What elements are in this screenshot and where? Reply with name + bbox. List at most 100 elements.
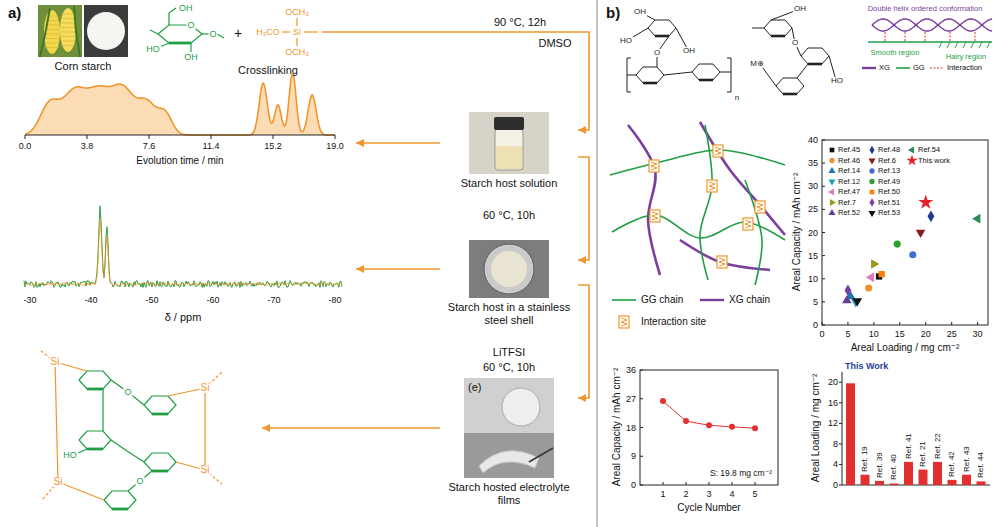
legend-label: Ref.45: [838, 146, 860, 154]
reaction-condition: 90 °C, 12h: [494, 17, 546, 28]
data-marker: [845, 284, 852, 296]
tick-label: 40: [808, 136, 818, 145]
interaction-line: [950, 32, 951, 42]
xg-chain: [628, 125, 660, 275]
legend-label: Ref.13: [878, 167, 900, 175]
atom-label: OH: [633, 8, 647, 16]
bond: [664, 72, 692, 75]
data-marker: [842, 295, 852, 303]
interaction-site: [619, 316, 629, 328]
legend-label: Ref.47: [838, 188, 860, 196]
data-marker: [828, 188, 834, 195]
hairy-branch: [947, 42, 950, 48]
axis-tick: [640, 398, 643, 399]
corn-husk: [40, 8, 50, 57]
interaction-zigzag: [715, 147, 721, 155]
bond: [169, 8, 176, 25]
axis-tick: [822, 209, 825, 210]
tick-label: 20: [828, 378, 838, 387]
process-arrow: [578, 157, 589, 260]
photo-ground: [469, 240, 549, 298]
photo-panel: Starch host in a stainless steel shell: [440, 240, 578, 327]
corn-kernel-row: [45, 38, 59, 39]
atom-label: OH: [183, 53, 199, 62]
sugar-ring: [776, 78, 804, 94]
plot-frame: [640, 370, 778, 485]
ring-front-bond: [87, 448, 103, 451]
process-condition: 60 °C, 10h: [483, 362, 535, 373]
ring-front-bond: [169, 42, 191, 45]
data-marker: [828, 209, 835, 215]
interaction-zigzag: [651, 162, 657, 170]
bar: [919, 470, 928, 485]
interaction-zigzag: [652, 212, 658, 220]
tick-label: 3: [706, 490, 711, 499]
bond: [296, 18, 297, 26]
axis-tick: [839, 423, 842, 424]
corn-kernel-row: [45, 16, 59, 17]
process-arrow: [578, 285, 589, 398]
tweezers: [529, 448, 553, 462]
interaction-zigzag: [709, 182, 715, 190]
region-label: Hairy region: [946, 53, 986, 61]
hairy-branch: [955, 42, 958, 48]
photo-caption: Starch host solution: [440, 177, 578, 190]
capacity-line: [663, 401, 755, 428]
data-marker: [830, 148, 835, 153]
photo: [440, 112, 578, 174]
vial-body: [495, 129, 523, 170]
bond: [752, 28, 764, 29]
axis-tick: [925, 322, 926, 325]
bar: [846, 383, 855, 485]
tick-label: 7.6: [143, 142, 156, 151]
axis-tick: [951, 322, 952, 325]
crosslink-bond: [204, 388, 205, 470]
axis-title: Cycle Number: [677, 503, 740, 513]
tick-label: 19.0: [326, 142, 344, 151]
sugar-ring: [79, 431, 111, 449]
legend-label: Ref.54: [918, 146, 940, 154]
bond: [190, 43, 191, 52]
ring-front-bond: [152, 470, 168, 473]
corn-kernel-row: [61, 14, 75, 15]
tick-label: 5: [813, 297, 818, 306]
ring-front-bond: [655, 35, 669, 38]
sugar-ring: [104, 491, 136, 509]
interaction-zigzag: [719, 258, 725, 266]
crosslink-bond: [58, 482, 104, 500]
starch-host-disc: [491, 251, 527, 287]
ring-front-bond: [808, 63, 822, 66]
tick-label: 25: [947, 330, 957, 339]
legend-label: Interaction: [947, 64, 982, 72]
corn-kernel-row: [45, 43, 59, 44]
data-marker: [829, 158, 834, 163]
atom-label: O: [123, 388, 132, 397]
axis-tick: [822, 322, 823, 325]
bond: [150, 30, 158, 34]
axis-tick: [732, 482, 733, 485]
interaction-site: [649, 160, 659, 172]
legend-label: Ref.52: [838, 209, 860, 217]
atom-label: Si: [200, 383, 211, 393]
atom-label: Si: [200, 465, 211, 475]
interaction-site: [707, 180, 717, 192]
legend-line: [896, 67, 910, 69]
photo-panel: Starch host solution: [440, 112, 578, 190]
photo-ground: [464, 433, 554, 478]
panel-letter: b): [606, 5, 620, 20]
photo-ground: [464, 378, 554, 433]
reaction-condition: DMSO: [539, 38, 572, 49]
legend-label: Ref.6: [878, 157, 896, 165]
axis-tick: [755, 482, 756, 485]
bar-label: This Work: [845, 362, 888, 371]
interaction-line: [885, 32, 886, 42]
data-marker: [828, 179, 835, 185]
panel-b: [610, 9, 992, 485]
bond: [111, 440, 144, 462]
axis-tick: [663, 482, 664, 485]
tick-label: 3.8: [81, 142, 94, 151]
legend-label: GG: [913, 64, 925, 72]
tick-label: 5: [845, 330, 850, 339]
legend-label: Ref.46: [838, 157, 860, 165]
